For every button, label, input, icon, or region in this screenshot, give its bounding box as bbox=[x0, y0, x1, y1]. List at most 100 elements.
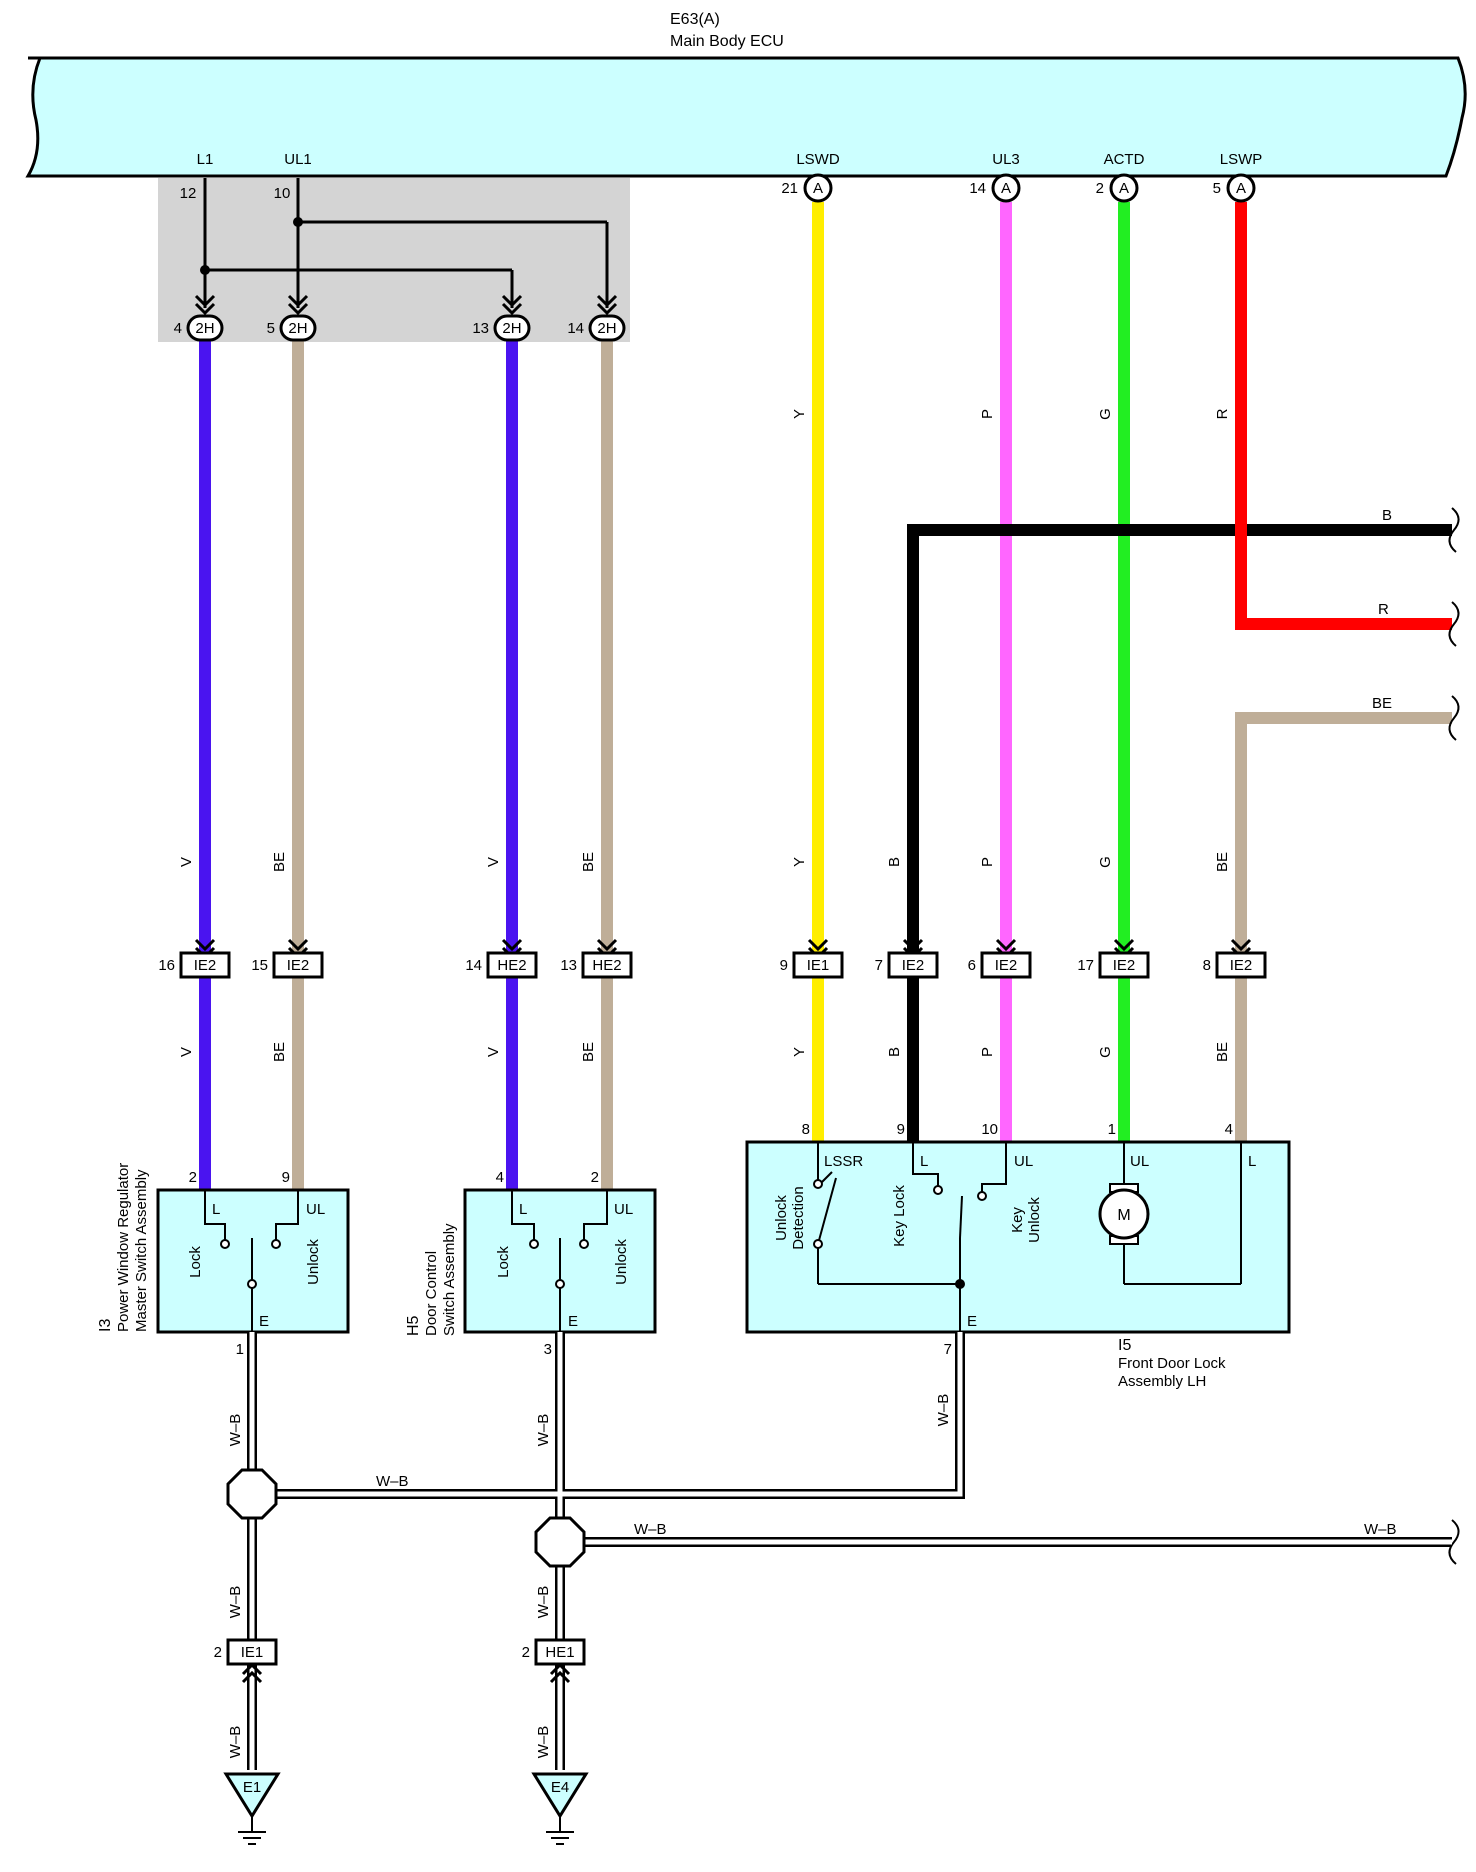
i3-name-line2: Master Switch Assembly bbox=[133, 1169, 150, 1332]
svg-text:Y: Y bbox=[791, 857, 808, 867]
ground-connector-ie1 bbox=[226, 1638, 278, 1666]
svg-text:W–B: W–B bbox=[634, 1521, 667, 1538]
ground-wires bbox=[247, 1332, 1452, 1770]
ground-label-e4: E4 bbox=[551, 1779, 569, 1796]
ecu-pin-number-actd: 2 bbox=[1096, 180, 1104, 197]
h5-switch-lock: Lock bbox=[495, 1246, 512, 1278]
junction-number: 15 bbox=[251, 957, 268, 974]
i5-pin: 8 bbox=[802, 1121, 810, 1138]
ground-splice-octagon bbox=[534, 1516, 586, 1568]
svg-text:B: B bbox=[886, 857, 903, 867]
svg-text:B: B bbox=[886, 1047, 903, 1057]
svg-text:V: V bbox=[178, 857, 195, 867]
ground-connector-label: HE1 bbox=[545, 1644, 574, 1661]
i3-pin-l: 2 bbox=[189, 1169, 197, 1186]
ecu-pin-name-actd: ACTD bbox=[1104, 151, 1145, 168]
i3-pin-ul: 9 bbox=[282, 1169, 290, 1186]
i3-switch-unlock: Unlock bbox=[305, 1239, 322, 1285]
wires bbox=[199, 202, 1452, 1190]
i5-switch-key-unlock-2: Unlock bbox=[1026, 1197, 1043, 1243]
svg-text:W–B: W–B bbox=[227, 1726, 244, 1759]
junction-label: IE1 bbox=[807, 957, 830, 974]
svg-text:W–B: W–B bbox=[535, 1586, 552, 1619]
i5-motor-label: M bbox=[1117, 1207, 1130, 1224]
i5-junction-dot bbox=[955, 1279, 965, 1289]
ecu-pin-name-ul1: UL1 bbox=[284, 151, 312, 168]
junction-arrows bbox=[194, 938, 1252, 959]
junction-boxes bbox=[179, 951, 1267, 979]
i3-name-line1: Power Window Regulator bbox=[115, 1163, 132, 1332]
switch-i5 bbox=[813, 1142, 1242, 1332]
junction-number: 6 bbox=[968, 957, 976, 974]
junction-label: IE2 bbox=[1230, 957, 1253, 974]
svg-text:Y: Y bbox=[791, 1047, 808, 1057]
ground-connector-he1 bbox=[534, 1638, 586, 1666]
h5-pin-ul: 2 bbox=[591, 1169, 599, 1186]
i5-pin: 10 bbox=[981, 1121, 998, 1138]
i5-pin: 4 bbox=[1225, 1121, 1233, 1138]
svg-text:W–B: W–B bbox=[376, 1473, 409, 1490]
svg-text:Y: Y bbox=[791, 409, 808, 419]
svg-text:BE: BE bbox=[271, 1042, 288, 1062]
connector-2h-label: 2H bbox=[597, 320, 616, 337]
i5-code: I5 bbox=[1118, 1337, 1131, 1354]
i5-switch-unlock-detection-1: Unlock bbox=[773, 1195, 790, 1241]
svg-text:P: P bbox=[979, 409, 996, 419]
junction-number: 13 bbox=[560, 957, 577, 974]
i5-term-l2: L bbox=[1248, 1153, 1256, 1170]
junction-label: HE2 bbox=[497, 957, 526, 974]
ecu-pin-name-ul3: UL3 bbox=[992, 151, 1020, 168]
connector-2h-label: 2H bbox=[195, 320, 214, 337]
svg-text:W–B: W–B bbox=[935, 1394, 952, 1427]
ground-connector-number: 2 bbox=[214, 1644, 222, 1661]
h5-pin-l: 4 bbox=[496, 1169, 504, 1186]
wire-label-r-end: R bbox=[1378, 601, 1389, 618]
junction-number: 8 bbox=[1203, 957, 1211, 974]
ground-label-e1: E1 bbox=[243, 1779, 261, 1796]
i3-pin-e: 1 bbox=[236, 1341, 244, 1358]
ecu-body bbox=[25, 56, 1467, 178]
ecu-pin-name-l1: L1 bbox=[197, 151, 214, 168]
h5-switch-unlock: Unlock bbox=[613, 1239, 630, 1285]
svg-text:V: V bbox=[178, 1047, 195, 1057]
i5-term-l: L bbox=[920, 1153, 928, 1170]
ecu-connector-label: A bbox=[813, 180, 823, 197]
splice-dot bbox=[293, 217, 303, 227]
connector-2h-label: 2H bbox=[288, 320, 307, 337]
splice-box-2h bbox=[158, 178, 630, 342]
connector-2h-label: 2H bbox=[502, 320, 521, 337]
junction-number: 7 bbox=[875, 957, 883, 974]
ecu-pin-number-lswp: 5 bbox=[1213, 180, 1221, 197]
junction-label: IE2 bbox=[1113, 957, 1136, 974]
i5-pin: 7 bbox=[944, 1341, 952, 1358]
svg-text:G: G bbox=[1097, 856, 1114, 868]
junction-number: 17 bbox=[1077, 957, 1094, 974]
junction-label: IE2 bbox=[287, 957, 310, 974]
wire-label-be-end: BE bbox=[1372, 695, 1392, 712]
svg-text:W–B: W–B bbox=[1364, 1521, 1397, 1538]
ecu-name: Main Body ECU bbox=[670, 33, 784, 50]
junction-label: IE2 bbox=[995, 957, 1018, 974]
ground-e4 bbox=[531, 1772, 589, 1819]
ecu-pin-number-l1: 12 bbox=[180, 185, 197, 202]
svg-text:V: V bbox=[485, 1047, 502, 1057]
junction-number: 14 bbox=[465, 957, 482, 974]
connector-2h-number: 5 bbox=[267, 320, 275, 337]
junction-label: HE2 bbox=[592, 957, 621, 974]
i3-term-ul: UL bbox=[306, 1201, 325, 1218]
i5-switch-key-lock: Key Lock bbox=[891, 1185, 908, 1247]
switch-h5 bbox=[511, 1190, 608, 1332]
i5-term-e: E bbox=[967, 1313, 977, 1330]
ground-symbol-icon bbox=[237, 1815, 267, 1845]
ecu-pin-name-lswd: LSWD bbox=[796, 151, 840, 168]
i5-name-line1: Front Door Lock bbox=[1118, 1355, 1226, 1372]
ecu-connector-label: A bbox=[1001, 180, 1011, 197]
switch-i3 bbox=[204, 1190, 299, 1332]
h5-code: H5 bbox=[405, 1315, 422, 1336]
ground-splice-octagon bbox=[226, 1468, 278, 1520]
ground-symbol-icon bbox=[545, 1815, 575, 1845]
ecu-code: E63(A) bbox=[670, 11, 720, 28]
svg-text:G: G bbox=[1097, 408, 1114, 420]
i3-term-l: L bbox=[212, 1201, 220, 1218]
